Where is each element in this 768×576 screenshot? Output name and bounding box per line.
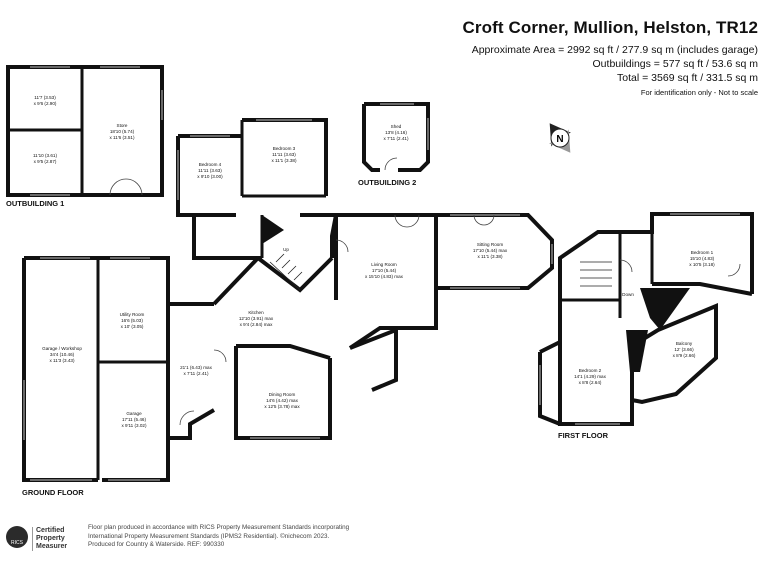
room-name-bedroom-4: Bedroom 4: [199, 162, 222, 167]
outbuildings-area: Outbuildings = 577 sq ft / 53.6 sq m: [592, 58, 758, 70]
room-dims-shed-1: 13'8 (4.16): [385, 130, 407, 135]
room-dims-sitting-2: x 11'1 (3.38): [477, 254, 503, 259]
compass-n-label: N: [556, 134, 563, 145]
door-swings: [109, 157, 741, 426]
room-name-shed: Shed: [391, 124, 402, 129]
room-dims-bedroom-3-2: x 11'1 (3.38): [271, 158, 297, 163]
label-first-floor: FIRST FLOOR: [558, 431, 609, 440]
footer-note-line-1: Floor plan produced in accordance with R…: [88, 524, 350, 531]
room-dims-kitchen-1: 12'10 (3.91) max: [239, 316, 274, 321]
room-name-bedroom-3: Bedroom 3: [273, 146, 296, 151]
room-dims-hall-1: 21'1 (6.43) max: [180, 365, 212, 370]
scale-disclaimer: For identification only - Not to scale: [640, 88, 758, 97]
room-dims-balcony-2: x 8'9 (2.66): [673, 353, 696, 358]
windows: [23, 66, 740, 481]
badge-text: Certified Property Measurer: [32, 527, 67, 551]
footer-note: Floor plan produced in accordance with R…: [88, 524, 418, 550]
footer-note-line-3: Produced for Country & Waterside. REF: 9…: [88, 541, 225, 549]
badge-line-2: Property: [36, 535, 65, 542]
room-dims-bedroom-3-1: 11'11 (3.63): [272, 152, 296, 157]
room-name-dining: Dining Room: [269, 392, 296, 397]
room-dims-store-2: x 11'6 (3.51): [109, 135, 135, 140]
staircase-first: [580, 261, 612, 287]
wall-fills: [262, 215, 690, 372]
room-dims-sitting-1: 17'10 (5.44) max: [473, 248, 508, 253]
room-dims-shed-2: x 7'11 (2.41): [383, 136, 409, 141]
total-area: Total = 3569 sq ft / 331.5 sq m: [617, 72, 758, 84]
room-dims-ob-bottom-2: x 9'5 (2.87): [34, 159, 57, 164]
rics-seal-text: RICS: [11, 540, 23, 546]
room-dims-living-2: x 15'10 (4.83) max: [365, 274, 404, 279]
room-dims-bedroom-2-1: 14'1 (4.29) max: [574, 374, 606, 379]
room-dims-bedroom-1-2: x 10'5 (3.18): [689, 262, 715, 267]
stair-down-label: Down: [622, 292, 634, 297]
room-dims-bedroom-2-2: x 8'8 (2.64): [579, 380, 602, 385]
room-dims-ob-top-1: 11'7 (3.53): [34, 95, 56, 100]
room-name-utility: Utility Room: [120, 312, 145, 317]
rics-seal-icon: RICS: [6, 526, 28, 548]
room-name-kitchen: Kitchen: [248, 310, 264, 315]
room-dims-dining-2: x 12'5 (3.78) max: [264, 404, 300, 409]
room-dims-bedroom-1-1: 15'10 (4.83): [690, 256, 715, 261]
stair-up-label: Up: [283, 247, 289, 252]
badge-line-3: Measurer: [36, 543, 68, 550]
label-ground-floor: GROUND FLOOR: [22, 488, 84, 497]
outbuilding-1-walls: [6, 65, 164, 197]
compass-icon: N: [549, 123, 571, 153]
room-dims-ob-bottom-1: 11'10 (3.61): [33, 153, 58, 158]
room-dims-dining-1: 14'6 (4.42) max: [266, 398, 298, 403]
label-outbuilding-1: OUTBUILDING 1: [6, 199, 64, 208]
room-dims-bedroom-4-1: 11'11 (3.63): [198, 168, 222, 173]
label-outbuilding-2: OUTBUILDING 2: [358, 178, 416, 187]
approximate-area: Approximate Area = 2992 sq ft / 277.9 sq…: [471, 44, 758, 56]
rics-certified-badge: RICS Certified Property Measurer: [6, 526, 78, 552]
room-name-bedroom-2: Bedroom 2: [579, 368, 602, 373]
room-dims-garage-workshop-1: 34'4 (10.46): [50, 352, 75, 357]
room-dims-utility-1: 16'6 (5.03): [121, 318, 143, 323]
first-floor-walls: [538, 212, 754, 426]
room-name-living: Living Room: [371, 262, 397, 267]
room-dims-utility-2: x 10' (3.05): [121, 324, 144, 329]
staircase-ground: [269, 253, 303, 291]
room-name-balcony: Balcony: [676, 341, 693, 346]
room-dims-garage-workshop-2: x 11'3 (3.43): [49, 358, 75, 363]
room-dims-balcony-1: 12' (3.66): [674, 347, 694, 352]
property-title: Croft Corner, Mullion, Helston, TR12: [462, 18, 758, 37]
footer-note-line-2: International Property Measurement Stand…: [88, 532, 330, 540]
room-dims-kitchen-2: x 9'4 (2.84) max: [240, 322, 273, 327]
room-dims-garage-2: x 9'11 (3.02): [121, 423, 147, 428]
room-dims-garage-1: 17'11 (5.46): [122, 417, 147, 422]
room-name-garage-workshop: Garage / Workshop: [42, 346, 82, 351]
badge-line-1: Certified: [36, 527, 65, 534]
room-dims-ob-top-2: x 9'6 (2.90): [34, 101, 57, 106]
room-name-store: Store: [117, 123, 128, 128]
room-name-sitting: Sitting Room: [477, 242, 503, 247]
room-name-garage: Garage: [126, 411, 142, 416]
room-dims-store-1: 18'10 (5.74): [110, 129, 135, 134]
room-dims-living-1: 17'10 (5.44): [372, 268, 397, 273]
room-dims-bedroom-4-2: x 9'10 (3.00): [197, 174, 223, 179]
ground-floor-walls: [22, 118, 554, 482]
room-dims-hall-2: x 7'11 (2.41): [183, 371, 209, 376]
room-name-bedroom-1: Bedroom 1: [691, 250, 714, 255]
